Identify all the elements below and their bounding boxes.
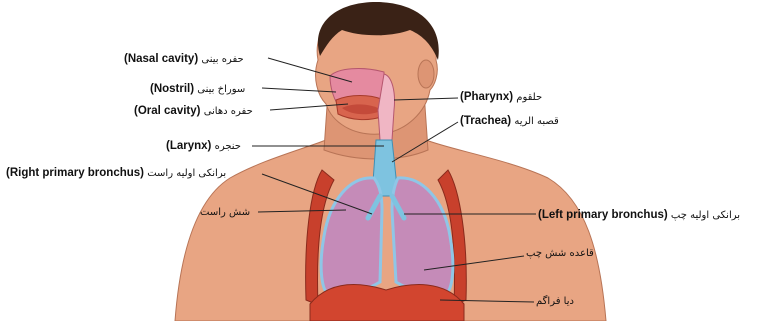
label-left-primary-bronchus-en: (Left primary bronchus) [538, 209, 668, 221]
label-larynx: (Larynx) حنجره [166, 139, 241, 154]
label-trachea-fa: قصبه الریه [514, 116, 559, 127]
label-left-lung-base-fa: قاعده شش چپ [526, 248, 594, 259]
label-nasal-cavity-fa: حفره بینی [201, 54, 243, 65]
label-left-primary-bronchus: (Left primary bronchus) برانکی اولیه چپ [538, 208, 740, 223]
label-pharynx-fa: حلقوم [516, 92, 542, 103]
label-trachea: (Trachea) قصبه الریه [460, 114, 559, 129]
label-right-primary-bronchus-fa: برانکی اولیه راست [147, 168, 226, 179]
label-nostril-en: (Nostril) [150, 83, 194, 95]
diaphragm-shape [310, 285, 464, 321]
label-pharynx: (Pharynx) حلقوم [460, 90, 542, 105]
label-left-primary-bronchus-fa: برانکی اولیه چپ [671, 210, 740, 221]
label-right-lung-fa: شش راست [200, 207, 250, 218]
label-right-primary-bronchus: (Right primary bronchus) برانکی اولیه را… [6, 166, 226, 181]
label-right-primary-bronchus-en: (Right primary bronchus) [6, 167, 144, 179]
label-pharynx-en: (Pharynx) [460, 91, 513, 103]
label-nostril-fa: سوراخ بینی [197, 84, 245, 95]
label-diaphragm: دیا فراگم [536, 294, 574, 309]
label-nostril: (Nostril) سوراخ بینی [150, 82, 245, 97]
label-left-lung-base: قاعده شش چپ [526, 246, 594, 261]
label-diaphragm-fa: دیا فراگم [536, 296, 574, 307]
label-oral-cavity-en: (Oral cavity) [134, 105, 200, 117]
label-right-lung: شش راست [200, 205, 250, 220]
label-trachea-en: (Trachea) [460, 115, 511, 127]
label-oral-cavity: (Oral cavity) حفره دهانی [134, 104, 253, 119]
label-larynx-fa: حنجره [215, 141, 241, 152]
label-nasal-cavity-en: (Nasal cavity) [124, 53, 198, 65]
label-larynx-en: (Larynx) [166, 140, 211, 152]
ear [418, 60, 434, 88]
label-nasal-cavity: (Nasal cavity) حفره بینی [124, 52, 244, 67]
label-oral-cavity-fa: حفره دهانی [204, 106, 253, 117]
